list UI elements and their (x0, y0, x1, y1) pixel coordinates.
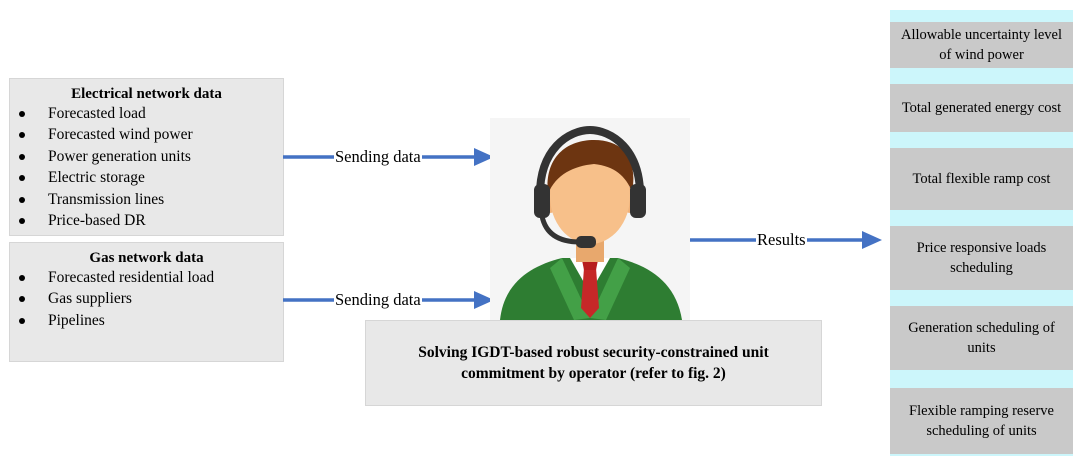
list-item: Price-based DR (10, 210, 283, 231)
list-item-label: Forecasted residential load (48, 269, 215, 286)
list-item-label: Gas suppliers (48, 290, 132, 308)
list-item: Power generation units (10, 146, 283, 167)
gas-network-title: Gas network data (89, 250, 204, 266)
list-item: Forecasted load (10, 103, 283, 124)
bullet-icon (19, 196, 25, 203)
bullet-icon (19, 111, 25, 117)
result-item: Flexible ramping reserve scheduling of u… (890, 388, 1073, 454)
list-item: Forecasted residential load (10, 267, 283, 288)
bullet-icon (19, 218, 25, 225)
list-item: Gas suppliers (10, 288, 283, 309)
list-item-label: Forecasted wind power (48, 126, 193, 144)
solver-text: Solving IGDT-based robust security-const… (418, 344, 769, 382)
list-item: Pipelines (10, 310, 283, 331)
gas-network-panel: Gas network data Forecasted residential … (9, 242, 284, 362)
result-item: Price responsive loads scheduling (890, 226, 1073, 290)
bullet-icon (19, 317, 25, 324)
electrical-network-title: Electrical network data (71, 86, 222, 102)
result-item: Total generated energy cost (890, 84, 1073, 132)
arrowhead-electrical (474, 148, 494, 166)
list-item-label: Electric storage (48, 169, 145, 187)
operator-headset-icon (490, 118, 690, 320)
result-item: Generation scheduling of units (890, 306, 1073, 370)
list-item-label: Transmission lines (48, 190, 165, 208)
bullet-icon (19, 275, 25, 281)
bullet-icon (19, 175, 25, 182)
gas-network-list: Forecasted residential load Gas supplier… (10, 267, 283, 331)
solver-box: Solving IGDT-based robust security-const… (365, 320, 822, 406)
list-item-label: Pipelines (48, 311, 105, 329)
list-item-label: Forecasted load (48, 105, 146, 122)
results-column: Allowable uncertainty level of wind powe… (890, 10, 1073, 456)
bullet-icon (19, 296, 25, 303)
sending-data-label-electrical: Sending data (334, 147, 422, 167)
arrowhead-results (862, 231, 882, 249)
result-item: Total flexible ramp cost (890, 148, 1073, 210)
electrical-network-list: Forecasted load Forecasted wind power Po… (10, 103, 283, 231)
bullet-icon (19, 132, 25, 139)
list-item: Electric storage (10, 167, 283, 188)
bullet-icon (19, 153, 25, 160)
list-item-label: Price-based DR (48, 212, 146, 230)
list-item: Forecasted wind power (10, 124, 283, 145)
list-item-label: Power generation units (48, 147, 191, 165)
list-item: Transmission lines (10, 189, 283, 210)
results-label: Results (756, 230, 807, 250)
sending-data-label-gas: Sending data (334, 290, 422, 310)
electrical-network-panel: Electrical network data Forecasted load … (9, 78, 284, 236)
arrowhead-gas (474, 291, 494, 309)
result-item: Allowable uncertainty level of wind powe… (890, 22, 1073, 68)
